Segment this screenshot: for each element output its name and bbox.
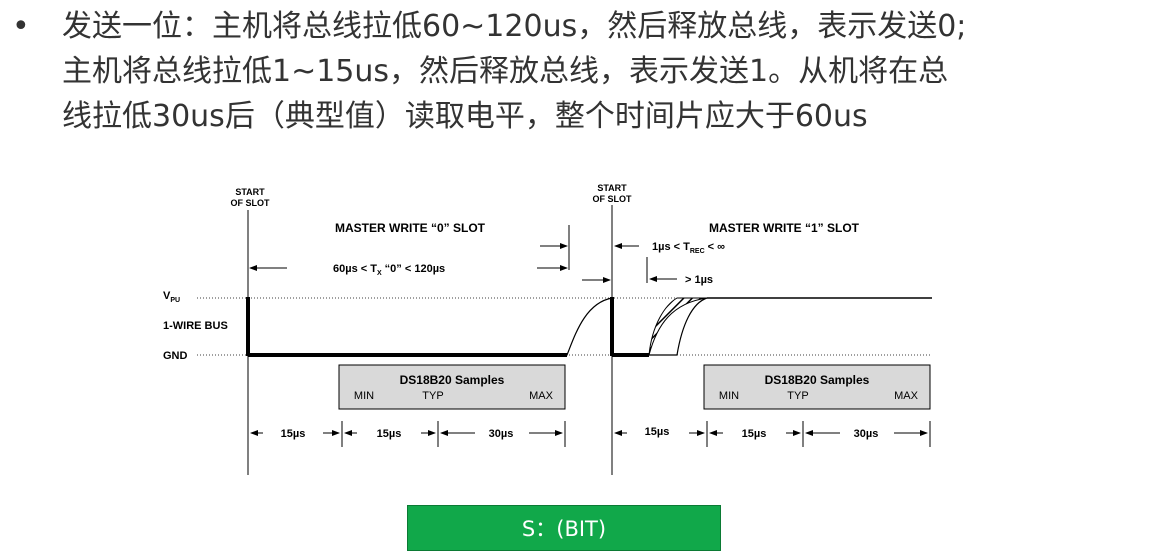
t15-w1-b-label: 15µs: [742, 428, 767, 440]
samples-min-write1: MIN: [719, 390, 739, 402]
bullet-line-1: 发送一位：主机将总线拉低60~120us，然后释放总线，表示发送0;: [62, 9, 967, 44]
trec-label-lhs: 1µs < T: [652, 241, 690, 253]
timing-diagram: START OF SLOT START OF SLOT MASTER WRITE…: [127, 175, 972, 475]
write1-rise-curve: [676, 297, 708, 356]
start-slot-label-1b: OF SLOT: [231, 198, 270, 208]
gnd-label: GND: [163, 350, 188, 362]
samples-typ-write0: TYP: [422, 390, 443, 402]
t15-w0-b-label: 15µs: [377, 428, 402, 440]
write0-recovery-curve: [247, 297, 613, 356]
bus-label: 1-WIRE BUS: [163, 320, 228, 332]
samples-box-write0: [338, 364, 566, 410]
t30-w0-label: 30µs: [489, 428, 514, 440]
tx-label-lhs: 60µs < T: [333, 263, 377, 275]
vpu-label: VPU: [163, 290, 180, 304]
samples-title-write0: DS18B20 Samples: [400, 373, 505, 387]
gt1us-label: > 1µs: [685, 274, 713, 286]
start-slot-label-2b: OF SLOT: [593, 194, 632, 204]
bullet-text: 发送一位：主机将总线拉低60~120us，然后释放总线，表示发送0; 主机将总线…: [62, 4, 1147, 139]
t15-w1-a-label: 15µs: [645, 426, 670, 438]
samples-min-write0: MIN: [354, 390, 374, 402]
samples-title-write1: DS18B20 Samples: [765, 373, 870, 387]
samples-max-write0: MAX: [529, 390, 554, 402]
bit-button[interactable]: S：(BIT): [407, 505, 721, 551]
bullet-line-3: 线拉低30us后（典型值）读取电平，整个时间片应大于60us: [62, 99, 868, 134]
bullet-line-2: 主机将总线拉低1~15us，然后释放总线，表示发送1。从机将在总: [62, 54, 949, 89]
tx-label-rhs: “0” < 120µs: [382, 263, 446, 275]
trec-label-sub: REC: [690, 248, 705, 255]
write0-title: MASTER WRITE “0” SLOT: [335, 221, 486, 235]
samples-typ-write1: TYP: [787, 390, 808, 402]
bullet-marker: •: [12, 9, 30, 44]
trec-label: 1µs < TREC < ∞: [652, 241, 725, 255]
trec-label-rhs: < ∞: [705, 241, 726, 253]
tx-label: 60µs < TX “0” < 120µs: [333, 263, 445, 277]
vpu-label-sub: PU: [170, 297, 180, 304]
samples-max-write1: MAX: [894, 390, 919, 402]
write1-title: MASTER WRITE “1” SLOT: [709, 221, 860, 235]
timing-diagram-svg: START OF SLOT START OF SLOT MASTER WRITE…: [163, 183, 932, 475]
start-slot-label-1a: START: [235, 187, 265, 197]
vpu-label-main: V: [163, 290, 171, 302]
tx-label-sub: X: [377, 270, 382, 277]
t15-w0-a-label: 15µs: [281, 428, 306, 440]
samples-box-write1: [703, 364, 931, 410]
start-slot-label-2a: START: [597, 183, 627, 193]
t30-w1-label: 30µs: [854, 428, 879, 440]
